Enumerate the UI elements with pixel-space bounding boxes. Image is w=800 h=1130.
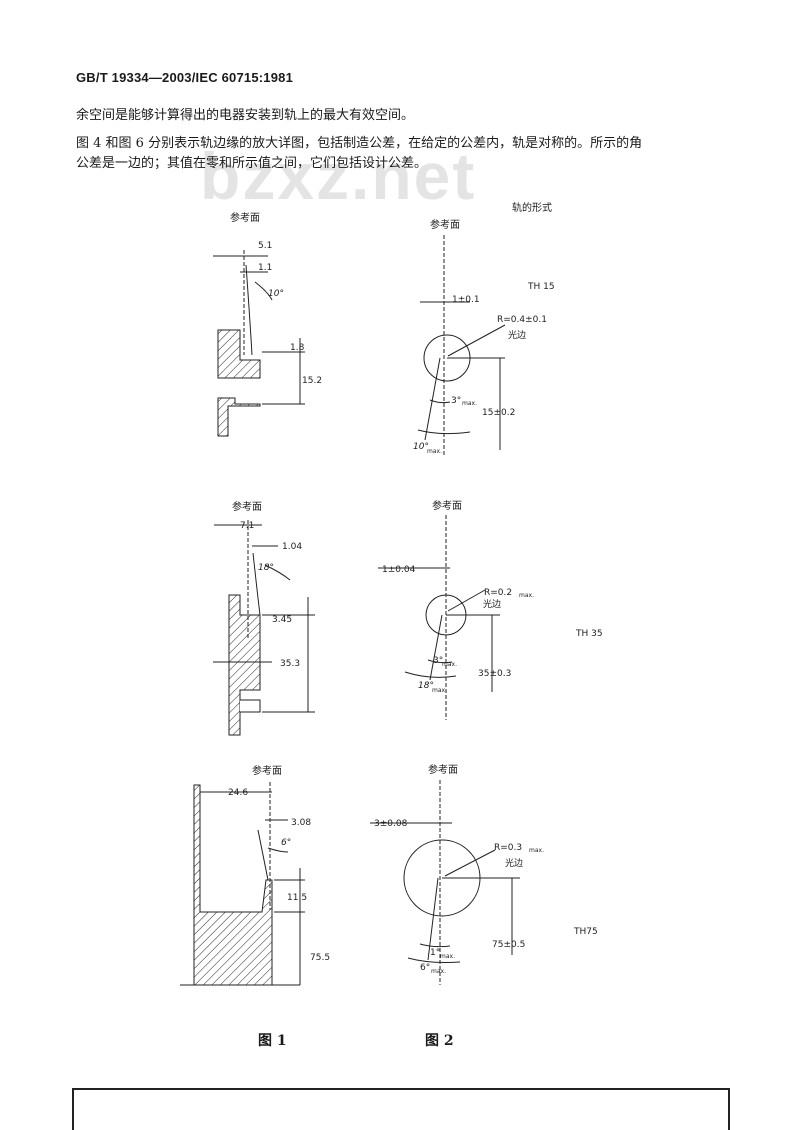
fig1-row2-profile: 参考面 7.1 1.04 18° 3.45 35.3 <box>213 500 315 736</box>
fig1-row3-ref-label: 参考面 <box>252 764 282 777</box>
fig2-row3-angle2-sub: max. <box>431 968 446 975</box>
fig2-row2-profile: 参考面 1±0.04 R=0.2 max. 光边 3° max. 18° max… <box>378 499 603 720</box>
fig1-row3-dim2: 3.08 <box>291 818 311 828</box>
fig2-row2-radius: R=0.2 <box>484 588 512 598</box>
fig2-row1-angle2-sub: max. <box>427 448 442 455</box>
fig1-row3-dim1: 24.6 <box>228 788 248 798</box>
fig2-row2-radius-sub: max. <box>519 592 534 599</box>
fig2-row3-type: TH75 <box>573 927 598 937</box>
fig2-row1-angle1-sub: max. <box>462 400 477 407</box>
fig2-row1-profile: 轨的形式 参考面 TH 15 1±0.1 R=0.4±0.1 光边 3° max… <box>413 201 555 455</box>
fig2-row2-angle1: 3° <box>433 656 443 666</box>
fig2-row3-smooth: 光边 <box>505 857 523 869</box>
fig2-row2-offset: 1±0.04 <box>382 565 416 575</box>
fig1-row2-dim3: 3.45 <box>272 615 292 625</box>
bottom-frame <box>72 1088 730 1130</box>
fig1-row1-dim2: 1.1 <box>258 263 272 273</box>
fig2-row3-radius: R=0.3 <box>494 843 522 853</box>
fig2-row3-angle1: 1° <box>430 948 440 958</box>
fig2-row2-angle2-sub: max. <box>432 687 447 694</box>
fig2-row2-height: 35±0.3 <box>478 669 511 679</box>
fig1-row2-angle: 18° <box>258 563 274 573</box>
fig1-row2-dim4: 35.3 <box>280 659 300 669</box>
fig2-row3-radius-sub: max. <box>529 847 544 854</box>
standard-code-header: GB/T 19334—2003/IEC 60715:1981 <box>76 70 294 85</box>
fig2-row2-angle2: 18° <box>418 681 434 691</box>
body-paragraph-line-2: 图 4 和图 6 分别表示轨边缘的放大详图，包括制造公差，在给定的公差内，轨是对… <box>76 136 643 151</box>
fig2-row3-profile: 参考面 3±0.08 R=0.3 max. 光边 1° max. 6° max.… <box>370 763 598 985</box>
fig2-row1-radius: R=0.4±0.1 <box>497 315 547 325</box>
body-paragraph-line-1: 余空间是能够计算得出的电器安装到轨上的最大有效空间。 <box>76 108 415 123</box>
fig1-row1-angle: 10° <box>268 289 284 299</box>
fig2-row1-type: TH 15 <box>527 282 555 292</box>
fig2-row3-angle1-sub: max. <box>440 953 455 960</box>
fig1-row3-dim4: 75.5 <box>310 953 330 963</box>
fig1-row3-dim3: 11.5 <box>287 893 307 903</box>
fig1-row1-dim1: 5.1 <box>258 241 272 251</box>
fig2-row2-angle1-sub: max. <box>442 661 457 668</box>
fig2-row1-angle1: 3° <box>451 396 461 406</box>
fig2-row1-offset: 1±0.1 <box>452 295 480 305</box>
fig2-row3-angle2: 6° <box>420 963 430 973</box>
fig2-row3-offset: 3±0.08 <box>374 819 408 829</box>
fig2-row2-smooth: 光边 <box>483 598 501 610</box>
fig1-row2-ref-label: 参考面 <box>232 500 262 513</box>
fig2-row2-ref-label: 参考面 <box>432 499 462 512</box>
fig1-row1-profile: 参考面 5.1 1.1 10° 1.8 15.2 <box>213 211 322 437</box>
fig1-row3-angle: 6° <box>281 838 291 848</box>
fig2-row1-angle2: 10° <box>413 442 429 452</box>
fig2-row1-height: 15±0.2 <box>482 408 515 418</box>
fig1-row1-dim4: 15.2 <box>302 376 322 386</box>
fig1-row2-dim1: 7.1 <box>240 521 254 531</box>
fig2-row1-smooth: 光边 <box>508 329 526 341</box>
fig2-row1-ref-label: 参考面 <box>430 218 460 231</box>
fig1-row3-profile: 参考面 24.6 3.08 6° 11.5 75.5 <box>180 764 330 986</box>
watermark: bzxz.net <box>200 139 477 213</box>
fig2-row3-ref-label: 参考面 <box>428 763 458 776</box>
fig1-row1-ref-label: 参考面 <box>230 211 260 224</box>
fig1-row1-dim3: 1.8 <box>290 343 305 353</box>
fig2-row3-height: 75±0.5 <box>492 940 525 950</box>
body-paragraph-line-3: 公差是一边的；其值在零和所示值之间，它们包括设计公差。 <box>76 156 428 171</box>
fig1-row2-dim2: 1.04 <box>282 542 302 552</box>
fig2-row2-type: TH 35 <box>575 629 603 639</box>
figure2-caption: 图 2 <box>425 1033 454 1049</box>
figure1-caption: 图 1 <box>258 1033 287 1049</box>
fig2-heading: 轨的形式 <box>512 201 552 214</box>
